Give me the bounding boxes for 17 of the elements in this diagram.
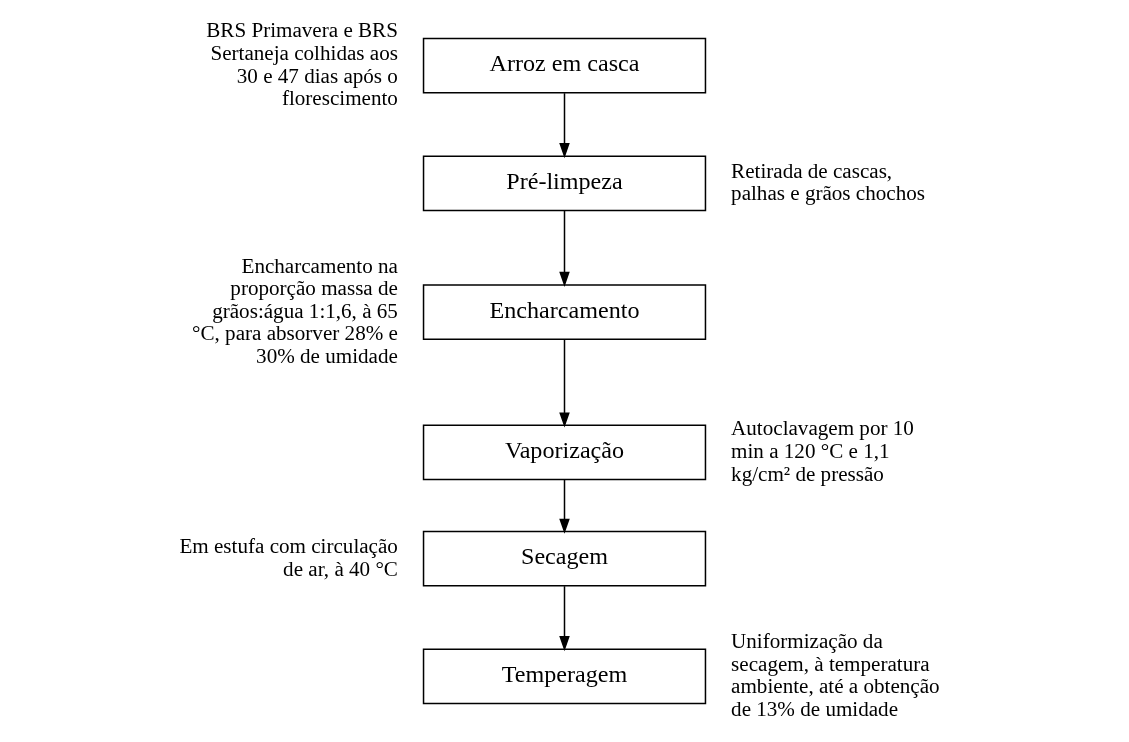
node-box: Pré-limpeza	[422, 155, 707, 212]
node-label: Uniformização da secagem, à temperatura ambiente, até a obtenção de 13% de umidade	[731, 628, 940, 721]
node-label: Autoclavagem por 10 min a 120 °C e 1,1 kg/cm² de pressão	[731, 416, 914, 486]
arrow	[559, 479, 570, 534]
node-label: Retirada de cascas, palhas e grãos chochos	[731, 158, 925, 206]
node-label: Em estufa com circulação de ar, à 40 °C	[179, 533, 398, 581]
node-box: Vaporização	[422, 424, 707, 481]
node-label: BRS Primavera e BRS Sertaneja colhidas aos 30 e 47 dias após o florescimento	[206, 18, 398, 111]
node-box: Temperagem	[422, 648, 707, 705]
arrow	[559, 338, 570, 428]
node-box: Encharcamento	[422, 284, 707, 341]
node-box: Secagem	[422, 530, 707, 587]
node-box: Arroz em casca	[422, 37, 707, 94]
arrow	[559, 92, 570, 159]
node-label: Encharcamento na proporção massa de grãos:água 1:1,6, à 65 °C, para absorver 28% e 30% de umidade	[192, 253, 398, 369]
arrow	[559, 210, 570, 287]
arrow	[559, 585, 570, 652]
